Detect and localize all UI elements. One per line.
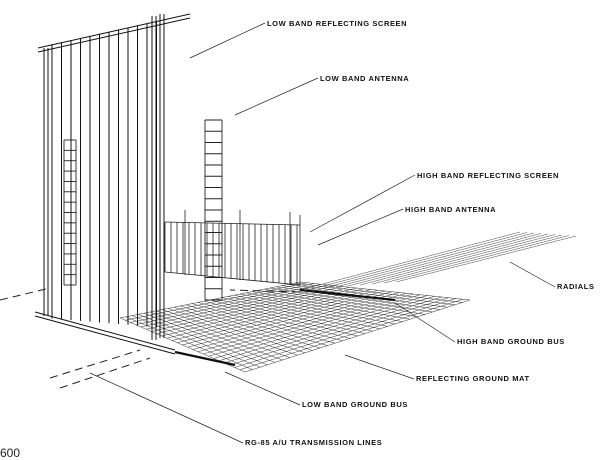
label-low-band-ground-bus: LOW BAND GROUND BUS [302,400,408,409]
mat-line [203,300,351,339]
leader-line [89,372,244,444]
low-band-reflecting-screen [34,13,191,355]
radial-line [335,233,542,288]
radial-line [371,234,563,285]
antenna-ladders [63,119,223,301]
leader-line [509,261,556,288]
radial-line [359,234,556,286]
radial-line [395,235,577,283]
leader-line [317,208,404,246]
mat-line [251,291,411,320]
screen-top [164,221,301,226]
leader-line [224,371,301,406]
leader-line [189,22,266,59]
mat-line [143,312,276,363]
radial-line [383,235,570,284]
screen-top-beam [37,13,191,49]
mat-line [173,306,313,351]
label-high-band-reflecting-screen: HIGH BAND REFLECTING SCREEN [417,171,560,180]
mat-line [167,308,306,354]
leader-line [394,302,456,343]
mat-line [185,304,328,346]
label-reflecting-ground-mat: REFLECTING GROUND MAT [416,374,530,383]
radial-line [299,231,521,291]
mat-line [131,315,261,368]
screen-bottom-bar [34,311,176,351]
mat-line [161,309,298,356]
leader-line [344,354,415,380]
label-low-band-antenna: LOW BAND ANTENNA [320,74,410,83]
mat-line [179,305,321,349]
label-high-band-ground-bus: HIGH BAND GROUND BUS [457,337,565,346]
mat-line [239,293,396,325]
label-transmission-lines: RG-85 A/U TRANSMISSION LINES [245,438,383,447]
ground-buses [174,288,396,367]
radial-line [347,233,549,287]
mat-line [257,290,418,318]
leader-line [309,174,416,233]
mat-line [221,297,373,332]
high-band-reflecting-screen [164,210,301,286]
mat-line [263,288,426,315]
mat-line [215,298,366,334]
mat-line [191,303,336,344]
screen-bottom [164,271,301,286]
leader-lines [89,22,556,444]
radial-line [311,232,528,290]
mat-line [227,296,381,330]
transmission-line [49,349,141,379]
mat-line [233,294,388,327]
screen-bottom-bar [34,315,176,355]
mat-line [245,292,403,322]
mat-line [209,299,358,337]
transmission-line [59,357,151,389]
reflecting-ground-mat-grid [119,281,471,373]
screen-top-beam [37,17,191,53]
radial-line [323,232,535,289]
label-radials: RADIALS [557,282,595,291]
mat-line [299,281,471,301]
mat-line [155,310,291,358]
transmission-line [229,289,301,293]
radials-lines [299,231,577,291]
transmission-line [0,287,51,301]
label-low-band-reflecting-screen: LOW BAND REFLECTING SCREEN [267,19,408,28]
low-band-ground-bus [174,350,236,367]
page-number: 600 [0,446,21,460]
transmission-lines-dashed [0,287,301,389]
leader-line [234,77,319,116]
mat-line [149,311,283,361]
mat-line [197,302,343,342]
high-band-ground-bus [299,288,396,302]
label-high-band-antenna: HIGH BAND ANTENNA [405,205,497,214]
